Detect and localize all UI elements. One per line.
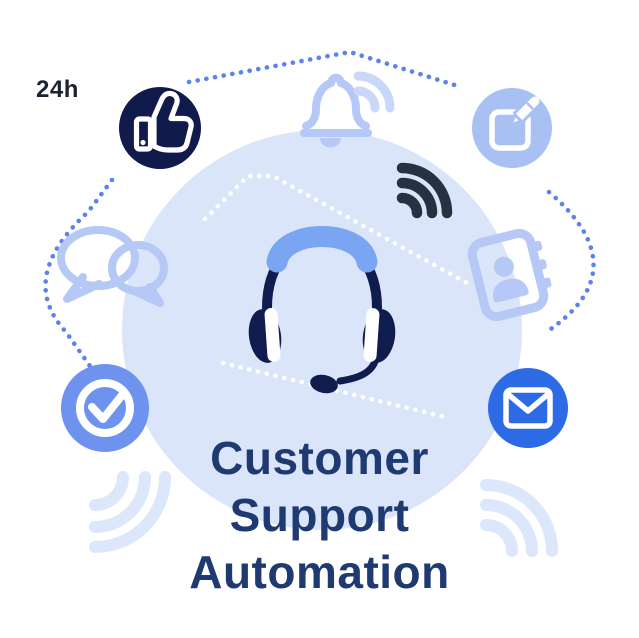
bell-icon [300,73,372,148]
title-line-2: Support [229,489,410,541]
dotted-path-inner-bottom [220,360,448,420]
contact-book-icon [467,228,552,322]
check-circle-icon [61,364,149,452]
dotted-network-paths [43,49,596,369]
wifi-arcs-bottom-right-icon [480,479,558,557]
wifi-signal-icon [396,162,453,219]
dotted-path-right [542,189,596,336]
dotted-path-top [186,49,464,90]
microphone [310,374,338,394]
chat-bubbles-icon [57,226,168,307]
dotted-path-inner-top [202,173,470,286]
wifi-arcs-bottom-left-icon [89,471,171,553]
title-line-3: Automation [189,546,450,598]
dotted-path-left [43,177,115,369]
headset-illustration [248,226,396,394]
title-line-1: Customer [210,432,429,484]
mail-icon [488,368,568,448]
page-title: Customer Support Automation [0,430,639,601]
dotted-paths-inner [202,173,470,420]
thumbs-up-icon [119,87,201,169]
compose-icon [472,88,552,168]
badge-24h: 24h [36,76,79,103]
main-circle [122,130,522,530]
sound-waves-icon [353,71,395,113]
